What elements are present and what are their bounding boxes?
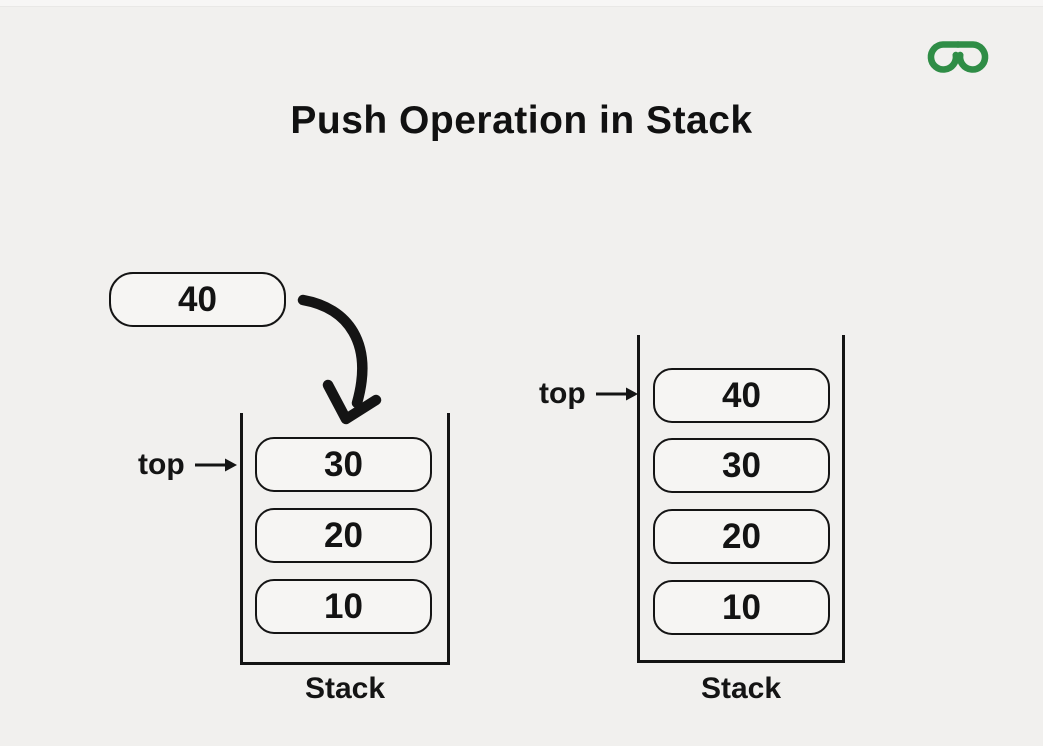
stack-item-value: 40 xyxy=(722,375,761,415)
stack-caption-after: Stack xyxy=(700,672,782,705)
stack-container-before xyxy=(240,413,450,665)
stack-item-value: 10 xyxy=(722,587,761,627)
right-arrow-icon xyxy=(194,458,237,472)
stack-container-after xyxy=(637,335,845,663)
top-pointer-after: top xyxy=(539,377,639,411)
page-title: Push Operation in Stack xyxy=(290,99,753,142)
stack-item: 40 xyxy=(653,368,830,423)
top-pointer-label: top xyxy=(138,448,185,481)
push-value: 40 xyxy=(178,279,217,319)
stack-item: 10 xyxy=(653,580,830,635)
stack-item-value: 20 xyxy=(324,515,363,555)
geeksforgeeks-logo-icon xyxy=(927,41,989,73)
stack-item-value: 30 xyxy=(324,444,363,484)
push-arrow-icon xyxy=(297,294,382,425)
stack-item: 10 xyxy=(255,579,432,634)
top-edge-strip xyxy=(0,0,1043,7)
push-value-box: 40 xyxy=(109,272,286,327)
stack-item: 20 xyxy=(255,508,432,563)
stack-item: 20 xyxy=(653,509,830,564)
stack-item-value: 10 xyxy=(324,586,363,626)
stack-caption-before: Stack xyxy=(304,672,386,705)
stack-item-value: 30 xyxy=(722,445,761,485)
stack-item-value: 20 xyxy=(722,516,761,556)
top-pointer-before: top xyxy=(138,448,238,482)
top-pointer-label: top xyxy=(539,377,586,410)
stack-item: 30 xyxy=(653,438,830,493)
stack-item: 30 xyxy=(255,437,432,492)
right-arrow-icon xyxy=(595,387,638,401)
